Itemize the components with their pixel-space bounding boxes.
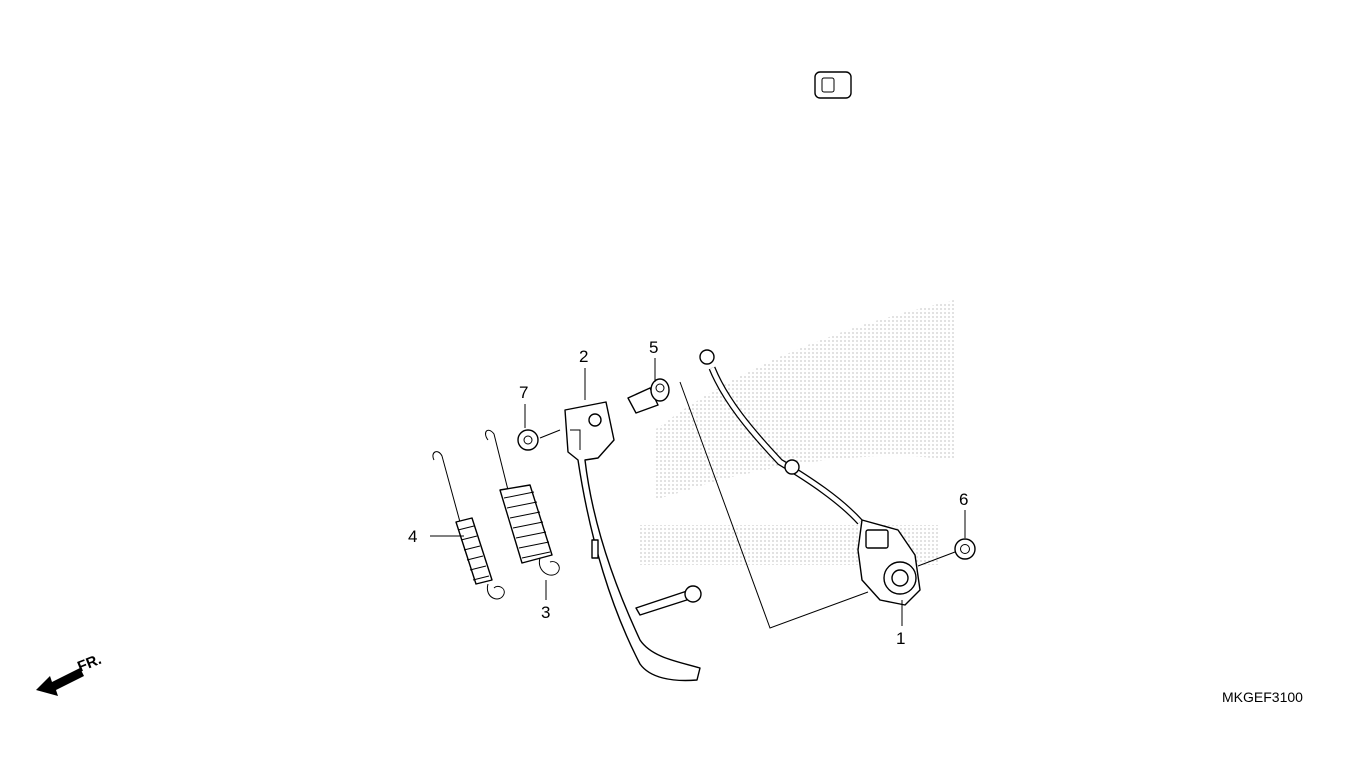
front-direction-arrow: FR. [36, 651, 104, 696]
side-stand-switch [857, 519, 921, 606]
diagram-code: MKGEF3100 [1222, 689, 1303, 705]
leader-lines [430, 358, 966, 629]
callout-2: 2 [579, 347, 588, 366]
connector-icon [814, 71, 852, 99]
callout-1: 1 [896, 629, 905, 648]
nut-7 [517, 429, 539, 451]
wire-harness [699, 71, 863, 525]
callout-labels: 1 2 3 4 5 6 7 [408, 338, 968, 648]
direction-label: FR. [75, 651, 104, 676]
arrow-icon [36, 668, 84, 696]
side-stand [564, 401, 702, 682]
callout-7: 7 [519, 383, 528, 402]
callout-4: 4 [408, 527, 417, 546]
spring-3 [485, 429, 560, 576]
nut-6 [954, 538, 976, 560]
callout-5: 5 [649, 338, 658, 357]
pivot-bolt-5 [627, 378, 670, 414]
callout-3: 3 [541, 603, 550, 622]
clamp-icon [784, 459, 800, 475]
clamp-icon [699, 349, 715, 365]
spring-4 [432, 451, 505, 600]
watermark-logo [640, 300, 955, 565]
callout-6: 6 [959, 490, 968, 509]
